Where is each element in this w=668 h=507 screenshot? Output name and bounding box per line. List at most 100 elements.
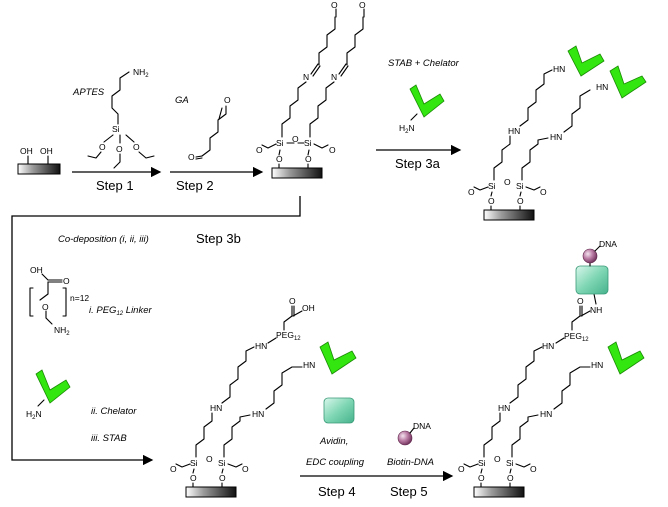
reagent-ga: GA [175,95,189,106]
dna-label: DNA [599,239,617,249]
step-4-label: Step 4 [318,484,356,499]
oxygen-label: O [478,473,485,483]
aldehyde-oxygen: O [331,0,338,10]
oxygen-label: O [190,473,197,483]
oxygen-label: O [504,177,511,187]
oxygen-label: O [42,302,49,312]
oxygen-label: O [242,464,249,474]
amine-label: H2N [399,123,415,135]
oxygen-label: O [540,187,547,197]
reagent-edc: EDC coupling [306,457,365,468]
hydroxyl-label: OH [20,146,33,156]
oxygen-label: O [305,154,312,164]
oxygen-label: O [133,142,140,152]
substrate-block [271,167,323,179]
substrate-hydroxyl: OH OH [17,146,61,175]
silicon-label: Si [516,181,524,191]
silicon-label: Si [506,458,514,468]
chelator-surface-3a: O O Si Si O O O HN HN HN HN [468,45,647,221]
chelator-reagent-ii: H2N [26,369,71,421]
amine-label: HN [252,409,264,419]
oxygen-label: O [170,464,177,474]
dna-label: DNA [413,421,431,431]
amine-label: HN [303,360,315,370]
oxygen-label: O [276,154,283,164]
avidin-icon [575,265,609,295]
substrate-block [483,209,535,221]
peg-linker-structure: OH O O n=12 NH2 [29,265,89,337]
aptes-molecule: NH2 Si O O O [87,67,155,169]
hydroxyl-label: OH [302,303,315,313]
oxygen-label: O [517,196,524,206]
chelator-icon [567,45,605,77]
reagent-avidin: Avidin, [319,436,348,447]
step-3b-label: Step 3b [196,231,241,246]
reagent-stab: iii. STAB [91,433,127,444]
arrow-step-3b [11,196,301,466]
silicon-label: Si [112,124,120,134]
substrate-block [17,163,61,175]
peg-label: PEG12 [276,330,301,342]
imine-nitrogen: N [331,72,337,82]
repeat-count: n=12 [70,293,89,303]
chelator-icon [35,369,71,404]
silicon-label: Si [304,138,312,148]
chelator-icon [609,65,647,99]
glutaraldehyde-molecule: O O [188,95,231,162]
step-3a-label: Step 3a [395,156,441,171]
reagent-chelator: ii. Chelator [91,406,137,417]
oxygen-label: O [256,145,263,155]
amine-label: NH2 [54,325,70,337]
oxygen-label: O [219,473,226,483]
oxygen-label: O [206,454,213,464]
oxygen-label: O [292,134,299,144]
silicon-label: Si [488,181,496,191]
oxygen-label: O [488,196,495,206]
chelator-icon [607,341,645,375]
oxygen-label: O [289,296,296,306]
hydroxyl-label: OH [40,146,53,156]
reagent-stab-chelator: STAB + Chelator [388,58,460,69]
dna-functionalized-surface: O O Si Si O O O HN HN PEG12 O NH DNA HN [458,239,645,498]
amine-label: HN [508,126,520,136]
dna-bead-icon [582,248,598,264]
step-2-label: Step 2 [176,178,214,193]
reagent-aptes: APTES [72,87,105,98]
chelator-icon [319,341,357,375]
step-5-label: Step 5 [390,484,428,499]
step-1-label: Step 1 [96,178,134,193]
oxygen-label: O [507,473,514,483]
aldehyde-oxygen: O [224,95,231,105]
peg-label: PEG12 [564,331,589,343]
chelator-reagent: H2N [399,84,445,135]
oxygen-label: O [329,145,336,155]
silicon-label: Si [478,458,486,468]
amine-label: HN [550,132,562,142]
amine-label: HN [542,341,554,351]
oxygen-label: O [577,296,584,306]
reagent-peg-linker: i. PEG12 Linker [89,305,152,317]
amine-label: HN [591,360,603,370]
amine-label: HN [255,341,267,351]
oxygen-label: O [99,142,106,152]
dna-bead-icon [397,430,413,446]
oxygen-label: O [530,464,537,474]
silicon-label: Si [190,458,198,468]
amide-label: NH [590,305,602,315]
oxygen-label: O [468,187,475,197]
silicon-label: Si [276,138,284,148]
imine-surface: O O Si Si O O O N O N O [256,0,366,179]
reagent-biotin-dna: Biotin-DNA [387,457,434,468]
chelator-icon [409,84,445,118]
amine-label: NH2 [133,67,149,79]
reagent-codeposition: Co-deposition (i, ii, iii) [58,234,149,245]
hydroxyl-label: OH [30,265,43,275]
amine-label: HN [596,82,608,92]
amine-label: HN [540,409,552,419]
avidin-icon [323,397,355,424]
aldehyde-oxygen: O [359,0,366,10]
peg-chelator-surface: O O Si Si O O O HN HN PEG12 O OH HN HN [170,296,357,498]
amine-label: HN [210,403,222,413]
silicon-label: Si [218,458,226,468]
amine-label: HN [553,64,565,74]
